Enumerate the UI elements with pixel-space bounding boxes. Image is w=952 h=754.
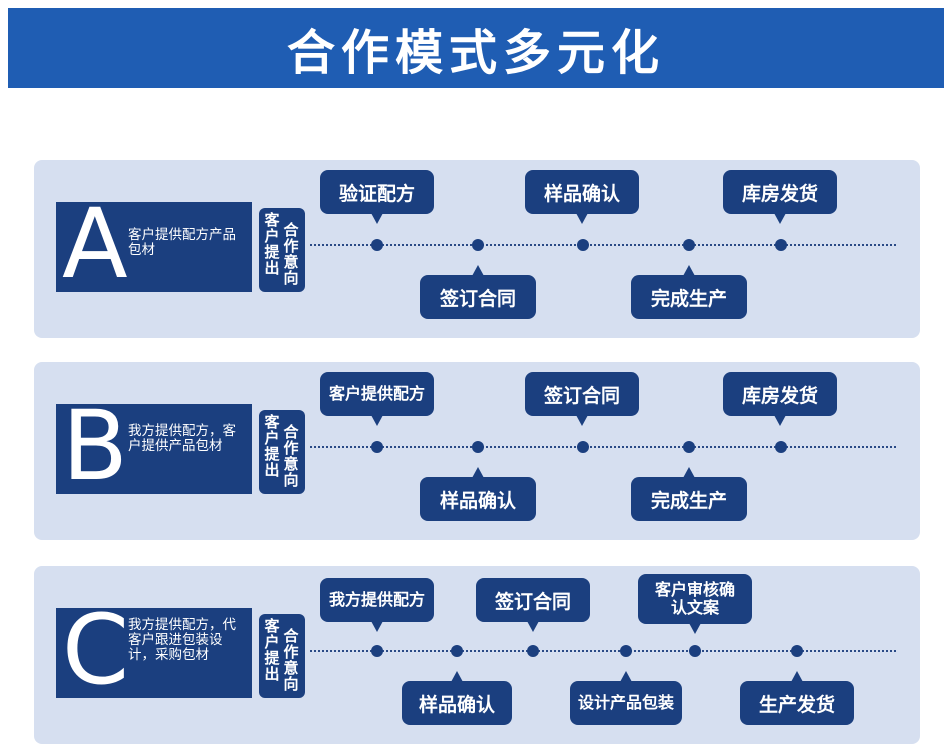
step-bubble: 样品确认 — [402, 671, 512, 725]
timeline-dot — [371, 441, 383, 453]
timeline-dot — [775, 441, 787, 453]
step-bubble: 签订合同 — [420, 265, 536, 319]
timeline-line — [310, 244, 896, 246]
timeline-dot — [472, 441, 484, 453]
panel-model-b: B 我方提供配方，客户提供产品包材 客户提出 合作意向 客户提供配方 样品确认 … — [34, 362, 920, 540]
timeline-dot — [683, 441, 695, 453]
timeline-dot — [577, 441, 589, 453]
intent-text-1: 客户提出 — [264, 413, 280, 479]
model-letter: A — [62, 188, 128, 300]
intent-box: 客户提出 合作意向 — [259, 614, 305, 698]
timeline-dot — [577, 239, 589, 251]
timeline-dot — [683, 239, 695, 251]
timeline-dot — [371, 645, 383, 657]
step-bubble: 我方提供配方 — [320, 578, 434, 632]
step-bubble: 签订合同 — [525, 372, 639, 426]
step-bubble: 客户审核确认文案 — [638, 574, 752, 634]
step-bubble: 设计产品包装 — [570, 671, 682, 725]
model-description: 我方提供配方，客户提供产品包材 — [128, 423, 236, 454]
step-bubble: 库房发货 — [723, 170, 837, 224]
step-bubble: 完成生产 — [631, 467, 747, 521]
intent-text-1: 客户提出 — [264, 211, 280, 277]
timeline-dot — [472, 239, 484, 251]
step-bubble: 签订合同 — [476, 578, 590, 632]
model-letter: C — [62, 594, 130, 706]
step-bubble: 验证配方 — [320, 170, 434, 224]
timeline-dot — [775, 239, 787, 251]
timeline-dot — [451, 645, 463, 657]
intent-text-1: 客户提出 — [264, 617, 280, 683]
step-bubble: 样品确认 — [420, 467, 536, 521]
step-bubble: 完成生产 — [631, 265, 747, 319]
step-bubble: 样品确认 — [525, 170, 639, 224]
timeline-dot — [689, 645, 701, 657]
timeline-dot — [620, 645, 632, 657]
model-label-box: C 我方提供配方，代客户跟进包装设计，采购包材 — [56, 602, 252, 698]
panel-model-a: A 客户提供配方产品包材 客户提出 合作意向 验证配方 签订合同 样品确认 完成… — [34, 160, 920, 338]
panel-model-c: C 我方提供配方，代客户跟进包装设计，采购包材 客户提出 合作意向 我方提供配方… — [34, 566, 920, 744]
timeline-dot — [527, 645, 539, 657]
step-bubble: 库房发货 — [723, 372, 837, 426]
model-letter: B — [62, 390, 128, 502]
timeline-line — [310, 650, 896, 652]
page-title: 合作模式多元化 — [286, 25, 665, 81]
intent-box: 客户提出 合作意向 — [259, 410, 305, 494]
step-bubble: 客户提供配方 — [320, 372, 434, 426]
model-description: 我方提供配方，代客户跟进包装设计，采购包材 — [128, 617, 236, 663]
model-description: 客户提供配方产品包材 — [128, 227, 236, 258]
step-bubble: 生产发货 — [740, 671, 854, 725]
timeline-line — [310, 446, 896, 448]
model-label-box: B 我方提供配方，客户提供产品包材 — [56, 398, 252, 494]
timeline-dot — [791, 645, 803, 657]
header-banner: 合作模式多元化 — [8, 8, 944, 88]
timeline-dot — [371, 239, 383, 251]
intent-text-2: 合作意向 — [283, 627, 299, 693]
intent-box: 客户提出 合作意向 — [259, 208, 305, 292]
intent-text-2: 合作意向 — [283, 221, 299, 287]
model-label-box: A 客户提供配方产品包材 — [56, 196, 252, 292]
intent-text-2: 合作意向 — [283, 423, 299, 489]
